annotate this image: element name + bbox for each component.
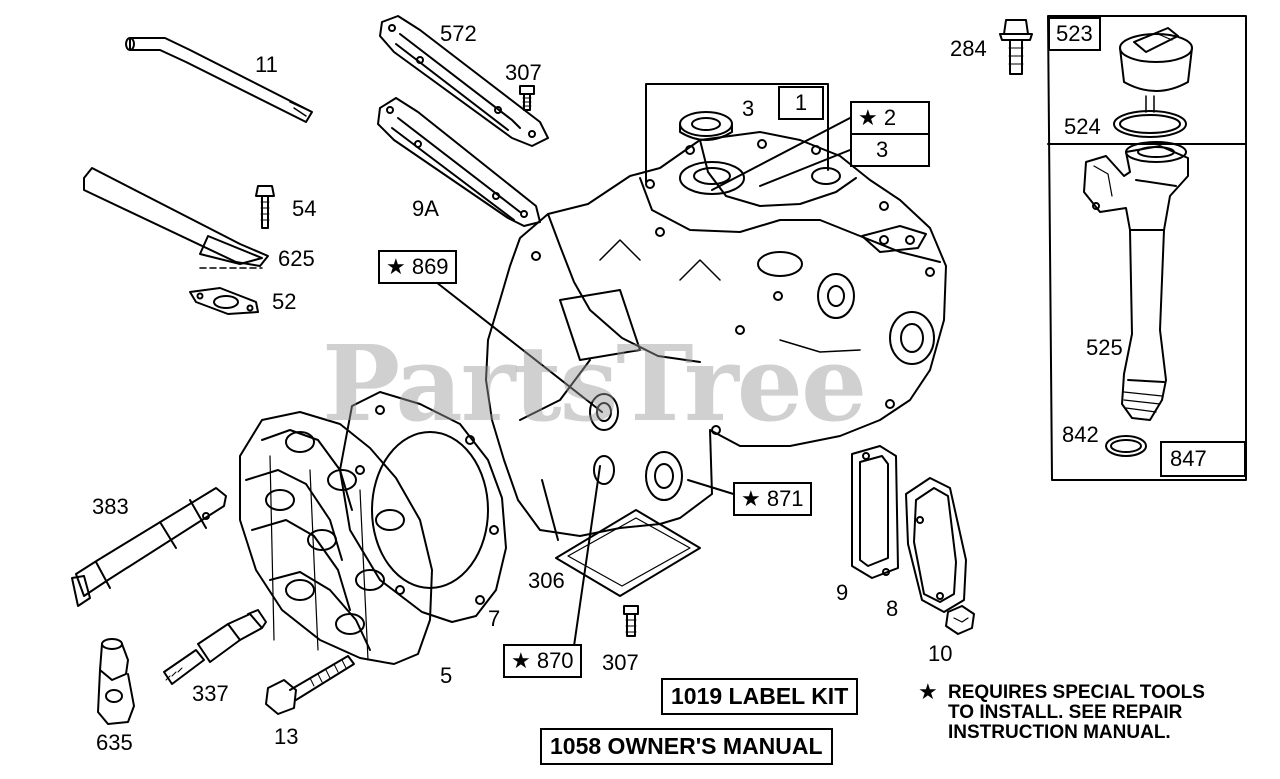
label-part-7[interactable]: 7 bbox=[488, 606, 501, 631]
label-part-572[interactable]: 572 bbox=[440, 21, 477, 46]
label-part-337[interactable]: 337 bbox=[192, 681, 229, 706]
part-842-oring bbox=[1105, 435, 1147, 457]
note-line-1: REQUIRES SPECIAL TOOLS bbox=[948, 682, 1205, 703]
part-525-tube bbox=[1083, 141, 1189, 421]
leader-871 bbox=[687, 479, 741, 497]
note-line-3: INSTRUCTION MANUAL. bbox=[948, 722, 1171, 743]
part-52-gasket bbox=[189, 287, 259, 315]
leader-box-1-right bbox=[799, 83, 829, 171]
label-kit-box[interactable]: 1019 LABEL KIT bbox=[661, 678, 859, 715]
part-8-cover bbox=[905, 477, 967, 613]
part-5-head bbox=[239, 411, 433, 665]
label-part-5[interactable]: 5 bbox=[440, 663, 453, 688]
part-572-gasket bbox=[379, 15, 549, 147]
leader-box-2b bbox=[759, 149, 851, 187]
leader-870 bbox=[573, 465, 601, 647]
crankcase-block bbox=[485, 131, 947, 541]
part-284-bolt bbox=[999, 19, 1033, 75]
oil-fill-kit-frame bbox=[1047, 15, 1247, 481]
label-part-306[interactable]: 306 bbox=[528, 568, 565, 593]
part-11-tube bbox=[125, 37, 313, 123]
leader-box-1 bbox=[645, 83, 801, 183]
part-523-cap bbox=[1119, 27, 1193, 92]
part-306-gasket bbox=[555, 509, 701, 597]
part-635-boot bbox=[97, 638, 135, 725]
label-part-307-top[interactable]: 307 bbox=[505, 60, 542, 85]
box-part-870[interactable]: ★ 870 bbox=[503, 644, 582, 678]
box-part-871[interactable]: ★ 871 bbox=[733, 482, 812, 516]
label-part-54[interactable]: 54 bbox=[292, 196, 317, 221]
label-part-3[interactable]: 3 bbox=[742, 96, 755, 121]
part-9a-gasket bbox=[377, 97, 541, 227]
part-3-seal bbox=[679, 111, 733, 141]
label-part-524[interactable]: 524 bbox=[1064, 114, 1101, 139]
leader-box-2 bbox=[711, 117, 851, 191]
label-part-383[interactable]: 383 bbox=[92, 494, 129, 519]
part-307-bolt-bottom bbox=[623, 605, 639, 637]
label-part-13[interactable]: 13 bbox=[274, 724, 299, 749]
box-part-3-frame bbox=[850, 133, 930, 167]
label-part-525[interactable]: 525 bbox=[1086, 335, 1123, 360]
leader-869 bbox=[435, 281, 603, 413]
box-part-523[interactable]: 523 bbox=[1048, 17, 1101, 51]
note-line-2: TO INSTALL. SEE REPAIR bbox=[948, 702, 1183, 723]
label-part-307-bottom[interactable]: 307 bbox=[602, 650, 639, 675]
label-part-635[interactable]: 635 bbox=[96, 730, 133, 755]
part-625-breather bbox=[83, 167, 269, 269]
part-9-gasket bbox=[851, 445, 899, 579]
part-337-spark-plug bbox=[163, 609, 267, 685]
label-part-284[interactable]: 284 bbox=[950, 36, 987, 61]
part-383-tool bbox=[71, 487, 227, 607]
part-307-bolt-top bbox=[519, 85, 535, 111]
box-part-869[interactable]: ★ 869 bbox=[378, 250, 457, 284]
label-part-3-b[interactable]: 3 bbox=[876, 137, 889, 162]
watermark-text: PartsTree bbox=[322, 322, 867, 445]
label-part-52[interactable]: 52 bbox=[272, 289, 297, 314]
label-part-11[interactable]: 11 bbox=[255, 52, 278, 77]
part-7-gasket bbox=[339, 391, 507, 623]
part-54-bolt bbox=[255, 185, 275, 229]
label-part-8[interactable]: 8 bbox=[886, 596, 899, 621]
label-part-9a[interactable]: 9A bbox=[412, 196, 439, 221]
label-part-10[interactable]: 10 bbox=[928, 641, 953, 666]
label-part-625[interactable]: 625 bbox=[278, 246, 315, 271]
part-524-oring bbox=[1113, 95, 1187, 138]
owners-manual-box[interactable]: 1058 OWNER'S MANUAL bbox=[540, 728, 833, 765]
box-part-2[interactable]: ★ 2 bbox=[850, 101, 930, 135]
part-13-bolt bbox=[265, 655, 355, 715]
label-part-9[interactable]: 9 bbox=[836, 580, 849, 605]
part-10-screw bbox=[945, 605, 975, 635]
label-part-842[interactable]: 842 bbox=[1062, 422, 1099, 447]
box-part-847[interactable]: 847 bbox=[1160, 441, 1246, 477]
star-icon: ★ bbox=[918, 679, 938, 704]
box-part-1[interactable]: 1 bbox=[778, 86, 824, 120]
